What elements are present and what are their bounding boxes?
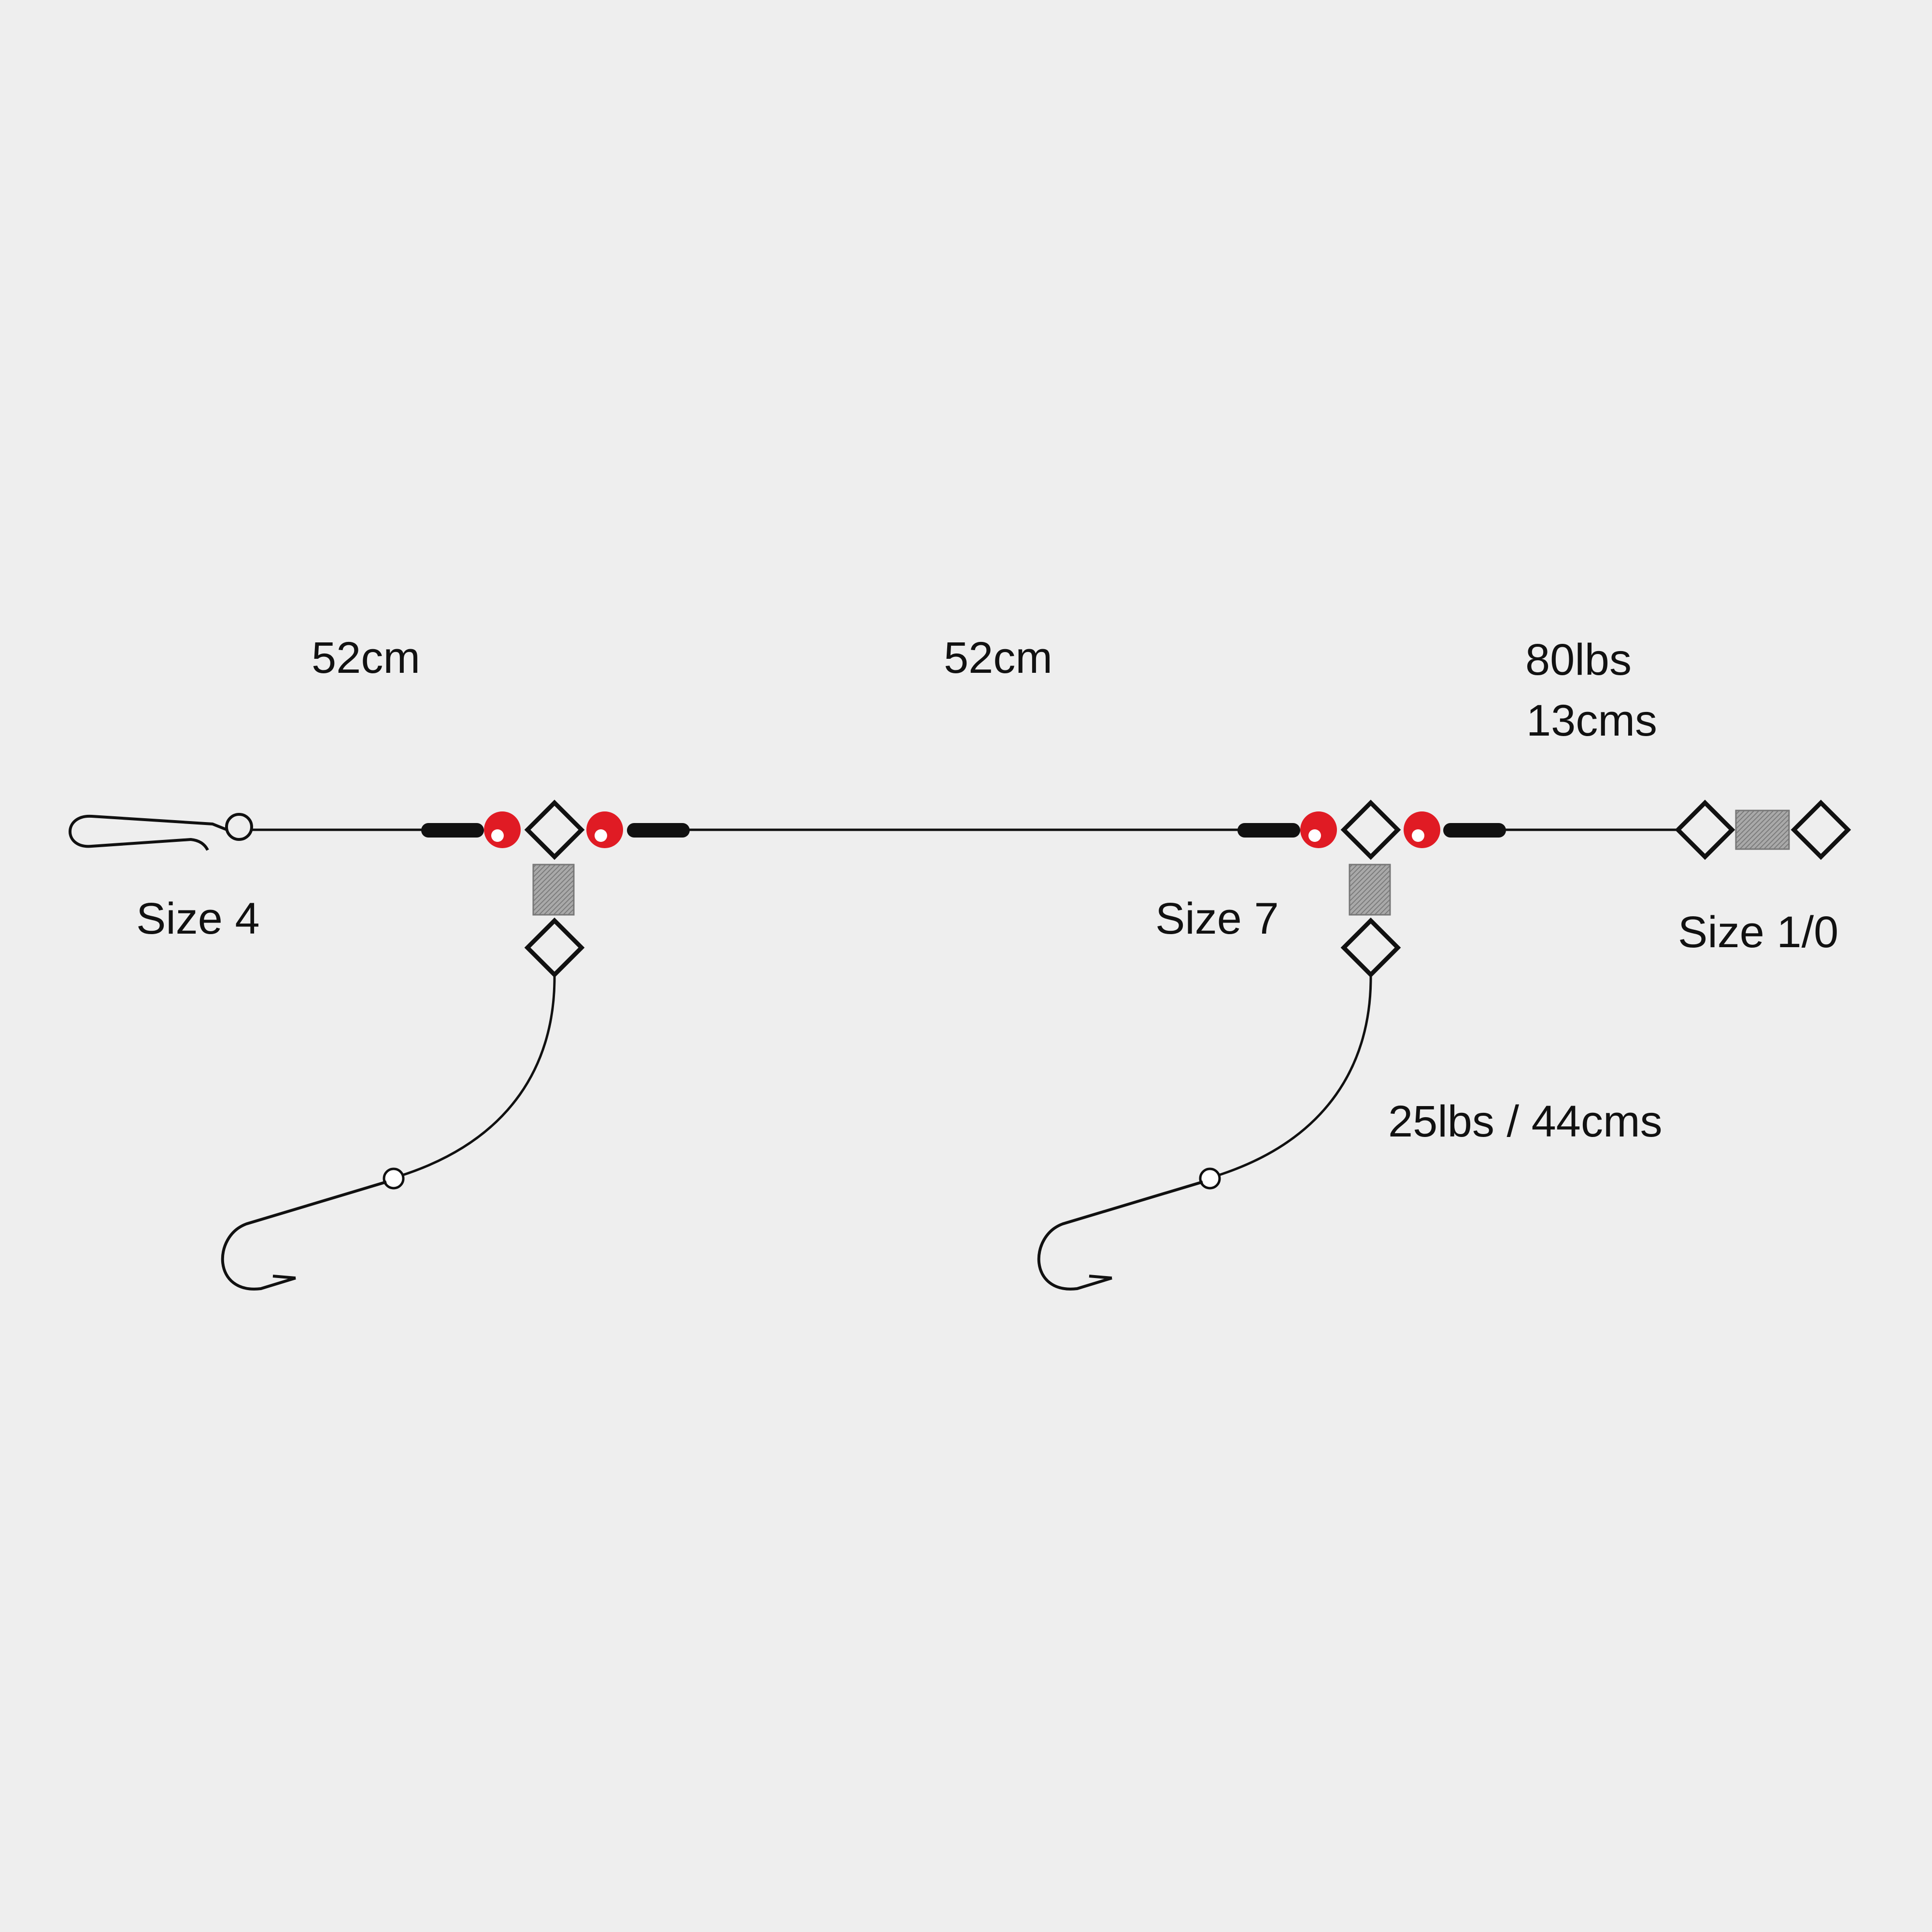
swivel-size-middle-label: Size 7: [1155, 894, 1279, 943]
hook-icon: [1037, 1180, 1203, 1291]
snood-bead: [383, 1167, 405, 1190]
swivel-size-end-label: Size 1/0: [1678, 908, 1839, 957]
length-label-middle: 52cm: [944, 633, 1052, 682]
swivel-barrel: [1349, 864, 1391, 916]
swivel-icon: [1340, 917, 1401, 978]
swivel-icon: [524, 799, 585, 860]
sleeve-icon: [421, 823, 484, 838]
end-swivel: [1675, 799, 1851, 860]
bead-icon: [484, 811, 521, 848]
sleeve-icon: [1237, 823, 1300, 838]
boom-assembly-right: [1037, 799, 1506, 1291]
clip-icon: [69, 813, 253, 851]
snood-bead: [1199, 1167, 1221, 1190]
swivel-icon: [1340, 799, 1401, 860]
bead-icon: [1404, 811, 1440, 848]
hook-icon: [221, 1180, 387, 1291]
snood-line: [400, 974, 556, 1177]
main-line-length-label: 13cms: [1526, 696, 1657, 745]
bead-icon: [586, 811, 623, 848]
boom-assembly-left: [221, 799, 690, 1291]
swivel-barrel: [532, 864, 575, 916]
length-label-left: 52cm: [312, 633, 420, 682]
swivel-barrel: [1735, 810, 1790, 850]
swivel-icon: [1675, 799, 1735, 860]
snood-spec-label: 25lbs / 44cms: [1388, 1097, 1662, 1146]
swivel-icon: [1790, 799, 1851, 860]
clip-size-label: Size 4: [136, 894, 260, 943]
swivel-icon: [524, 917, 585, 978]
sleeve-icon: [1443, 823, 1506, 838]
bead-icon: [1300, 811, 1337, 848]
sleeve-icon: [627, 823, 690, 838]
snood-line: [1217, 974, 1372, 1177]
main-line-strength-label: 80lbs: [1525, 635, 1632, 684]
